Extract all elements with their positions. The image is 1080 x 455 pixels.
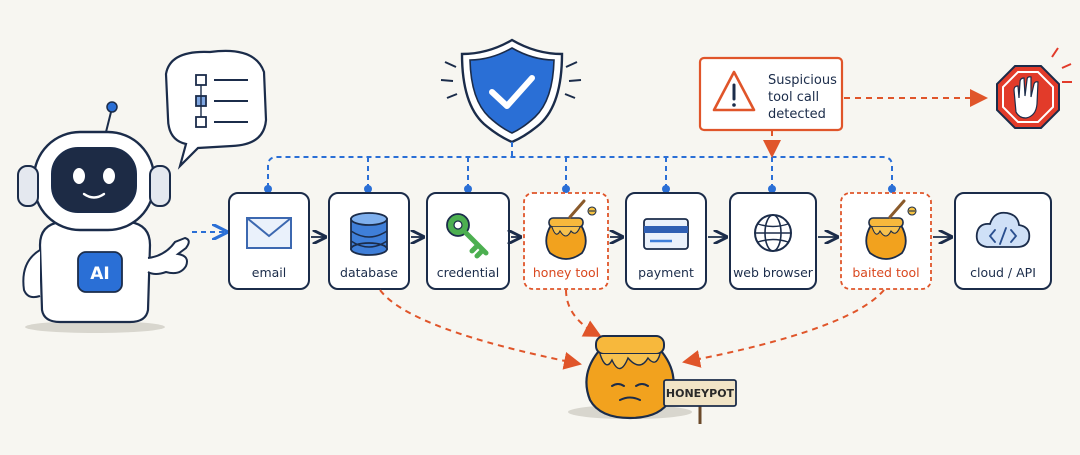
alert-box: Suspicious tool call detected [698, 56, 844, 132]
hand-icon [1013, 76, 1039, 119]
envelope-icon [246, 217, 292, 249]
tool-box: cloud / API [954, 192, 1052, 290]
checkmark-icon [489, 75, 535, 109]
ai-robot: AI [17, 101, 190, 333]
tool-box: web browser [729, 192, 817, 290]
honey-jar-icon [545, 199, 597, 260]
tool-box: credential [426, 192, 510, 290]
credit-card-icon [643, 218, 689, 250]
warning-icon [712, 70, 756, 112]
tool-label: cloud / API [970, 265, 1036, 280]
alert-line-2: tool call [768, 90, 819, 105]
tool-label: web browser [733, 265, 814, 280]
tool-box: honey tool [523, 192, 609, 290]
tool-label: email [252, 265, 286, 280]
honeypot-funnel-arrows [379, 289, 885, 370]
honeypot-eye [635, 383, 649, 387]
honeypot-sign: HONEYPOT [663, 379, 737, 424]
stop-sign-icon [996, 47, 1072, 129]
monitoring-lines [264, 142, 896, 193]
honeypot-eye [611, 383, 625, 387]
tool-chain: email database credential honey tool payment… [228, 192, 1052, 290]
honeypot-frown [619, 396, 641, 401]
ai-badge [77, 251, 123, 293]
robot-pointing-hand [147, 236, 190, 275]
tool-box: email [228, 192, 310, 290]
ai-badge-label: AI [90, 264, 109, 284]
shield-icon [440, 38, 582, 144]
robot-eye [103, 168, 115, 184]
tool-label: baited tool [852, 265, 919, 280]
tool-box: database [328, 192, 410, 290]
alert-line-3: detected [768, 107, 826, 122]
tool-box: baited tool [840, 192, 932, 290]
globe-icon [754, 214, 792, 252]
alert-line-1: Suspicious [768, 73, 837, 88]
robot-smile [82, 192, 106, 199]
tool-label: credential [437, 265, 499, 280]
tool-label: database [340, 265, 398, 280]
robot-visor [51, 147, 137, 213]
checklist-icon [195, 74, 248, 128]
key-icon [446, 213, 489, 259]
honeypot-jar [568, 335, 692, 420]
tool-label: payment [638, 265, 694, 280]
honeypot-sign-label: HONEYPOT [666, 387, 735, 400]
robot-shadow [25, 321, 165, 333]
antenna-icon [106, 101, 118, 113]
speech-bubble [164, 49, 268, 170]
database-icon [350, 212, 388, 256]
honey-jar-icon [865, 199, 917, 260]
tool-box: payment [625, 192, 707, 290]
alert-connectors [763, 89, 988, 158]
robot-eye [73, 168, 85, 184]
tool-label: honey tool [533, 265, 599, 280]
cloud-code-icon [975, 211, 1031, 248]
